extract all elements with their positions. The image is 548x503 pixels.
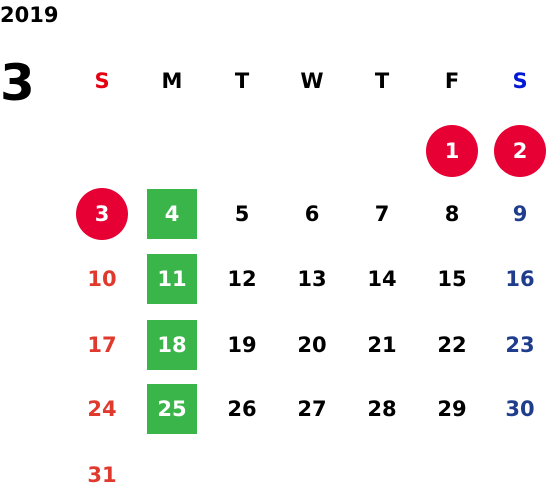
weekday-header: W — [300, 69, 324, 93]
day-cell[interactable]: 8 — [444, 202, 460, 226]
day-cell[interactable]: 1 — [426, 125, 478, 177]
month-label: 3 — [0, 54, 35, 112]
day-cell[interactable]: 19 — [227, 333, 257, 357]
day-cell[interactable]: 30 — [505, 397, 535, 421]
day-cell[interactable]: 7 — [374, 202, 390, 226]
weekday-header: F — [444, 69, 460, 93]
day-cell[interactable]: 14 — [367, 267, 397, 291]
day-cell[interactable]: 18 — [147, 320, 197, 370]
weekday-header: T — [234, 69, 250, 93]
weekday-header: T — [374, 69, 390, 93]
weekday-header: S — [512, 69, 528, 93]
day-cell[interactable]: 12 — [227, 267, 257, 291]
day-cell[interactable]: 27 — [297, 397, 327, 421]
day-cell[interactable]: 13 — [297, 267, 327, 291]
day-cell[interactable]: 25 — [147, 384, 197, 434]
day-cell[interactable]: 4 — [147, 189, 197, 239]
day-cell[interactable]: 10 — [87, 267, 117, 291]
day-cell[interactable]: 29 — [437, 397, 467, 421]
day-cell[interactable]: 3 — [76, 188, 128, 240]
day-cell[interactable]: 22 — [437, 333, 467, 357]
day-cell[interactable]: 31 — [87, 463, 117, 487]
day-cell[interactable]: 9 — [512, 202, 528, 226]
day-cell[interactable]: 11 — [147, 254, 197, 304]
day-cell[interactable]: 6 — [304, 202, 320, 226]
weekday-header: M — [161, 69, 183, 93]
day-cell[interactable]: 24 — [87, 397, 117, 421]
day-cell[interactable]: 20 — [297, 333, 327, 357]
year-label: 2019 — [0, 3, 59, 27]
day-cell[interactable]: 16 — [505, 267, 535, 291]
day-cell[interactable]: 28 — [367, 397, 397, 421]
day-cell[interactable]: 17 — [87, 333, 117, 357]
day-cell[interactable]: 2 — [494, 125, 546, 177]
day-cell[interactable]: 23 — [505, 333, 535, 357]
day-cell[interactable]: 21 — [367, 333, 397, 357]
day-cell[interactable]: 15 — [437, 267, 467, 291]
day-cell[interactable]: 5 — [234, 202, 250, 226]
weekday-header: S — [94, 69, 110, 93]
day-cell[interactable]: 26 — [227, 397, 257, 421]
